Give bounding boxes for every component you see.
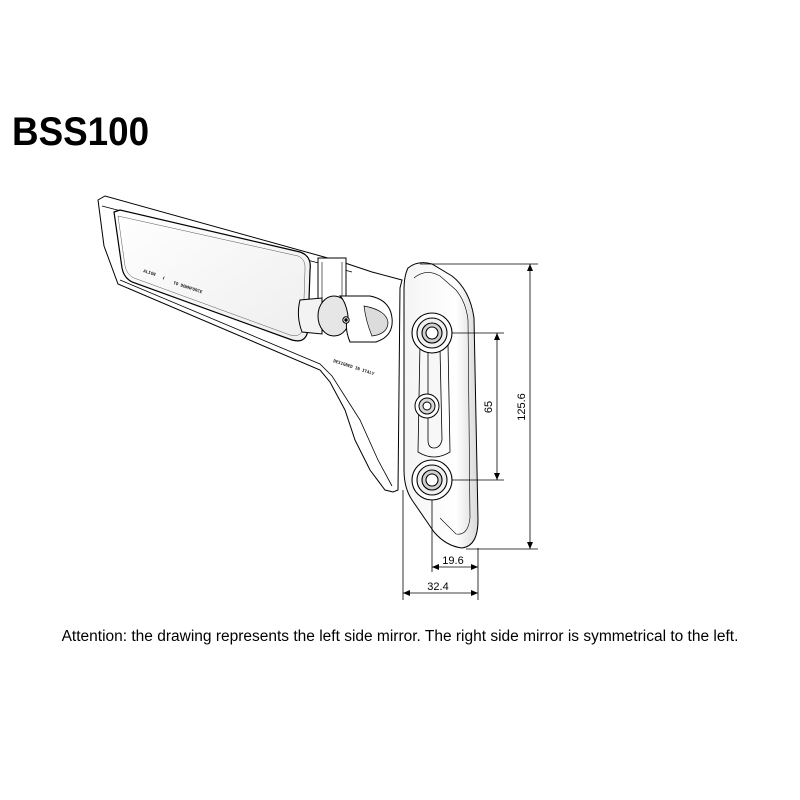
bolt-bottom — [411, 459, 453, 501]
dim-outer-width: 32.4 — [427, 581, 448, 593]
mirror-glass — [113, 209, 311, 342]
mirror-stem — [297, 257, 393, 343]
plate-inner-edge — [413, 272, 471, 535]
dim-inner-width: 19.6 — [442, 555, 463, 567]
bolt-middle — [414, 393, 440, 419]
glass-inner-outline — [117, 215, 306, 336]
engraving-symbol: ᚼ — [162, 275, 166, 281]
engraving-align: ALIGN — [143, 268, 157, 277]
bolt-top — [411, 312, 453, 354]
stem-tube — [297, 297, 323, 335]
dimension-lines — [402, 263, 538, 600]
glass-outline — [113, 209, 311, 342]
housing-lower-edge — [119, 279, 393, 487]
dim-overall-height: 125.6 — [516, 393, 528, 421]
dimension-arrows — [403, 264, 533, 596]
product-title: BSS100 — [12, 110, 150, 154]
attention-note: Attention: the drawing represents the le… — [61, 628, 739, 645]
stem-fork-slot — [363, 305, 389, 337]
dim-hole-spacing: 65 — [483, 401, 495, 413]
